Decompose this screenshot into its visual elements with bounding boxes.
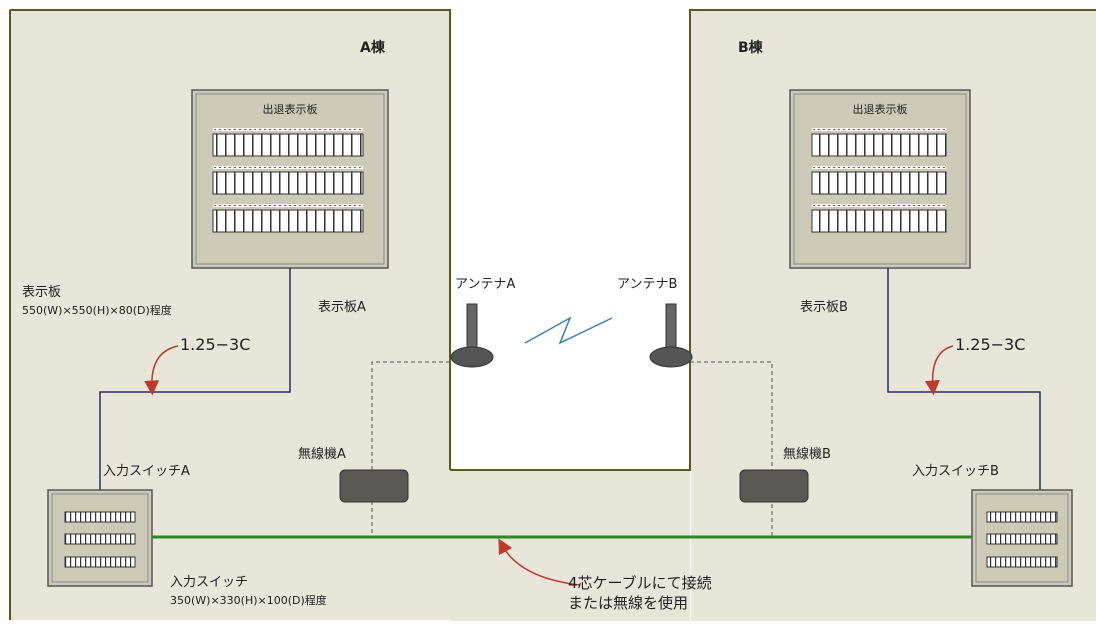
switch-a-tag: 入力スイッチA: [103, 464, 190, 479]
switch-b-tag: 入力スイッチB: [912, 464, 999, 479]
switch-spec-label: 入力スイッチ: [170, 575, 248, 590]
cable-a-arrow: [144, 345, 179, 396]
connection-note-arrow: [498, 538, 581, 586]
display-panel-b-title: 出退表示板: [853, 102, 908, 116]
display-panel-spec-label: 表示板: [22, 285, 61, 300]
input-switch-a: [47, 489, 153, 587]
wireless-signal-icon: [524, 316, 613, 345]
wireless-a-label: 無線機A: [298, 446, 346, 462]
cable-b-label: 1.25−3C: [955, 335, 1025, 354]
dashed-link-a: [371, 361, 450, 536]
display-panel-a: 出退表示板: [191, 89, 389, 269]
input-switch-b: [971, 489, 1073, 587]
antenna-a-icon: [450, 303, 494, 368]
display-panel-a-rows: [212, 128, 364, 233]
wireless-b-unit: [739, 469, 809, 503]
antenna-b-icon: [649, 303, 693, 368]
wire-b: [887, 268, 1041, 490]
connection-note-line1: 4芯ケーブルにて接続: [568, 574, 712, 592]
corridor-floor: [450, 471, 690, 621]
building-a-name: A棟: [360, 39, 386, 56]
wireless-b-label: 無線機B: [783, 446, 831, 462]
connection-note-line2: または無線を使用: [568, 594, 688, 612]
display-panel-a-tag: 表示板A: [318, 300, 366, 315]
wireless-a-unit: [339, 469, 409, 503]
display-panel-b-rows: [811, 128, 947, 233]
display-panel-b-tag: 表示板B: [800, 300, 848, 315]
antenna-a-label: アンテナA: [455, 277, 515, 292]
antenna-b-label: アンテナB: [617, 277, 677, 292]
building-b-name: B棟: [738, 39, 764, 56]
cable-a-label: 1.25−3C: [180, 335, 250, 354]
display-panel-b: 出退表示板: [789, 89, 971, 269]
cable-b-arrow: [924, 345, 954, 396]
display-panel-spec-size: 550(W)×550(H)×80(D)程度: [22, 303, 172, 317]
switch-spec-size: 350(W)×330(H)×100(D)程度: [170, 593, 327, 607]
display-panel-a-title: 出退表示板: [263, 102, 318, 116]
wire-a: [99, 268, 291, 490]
